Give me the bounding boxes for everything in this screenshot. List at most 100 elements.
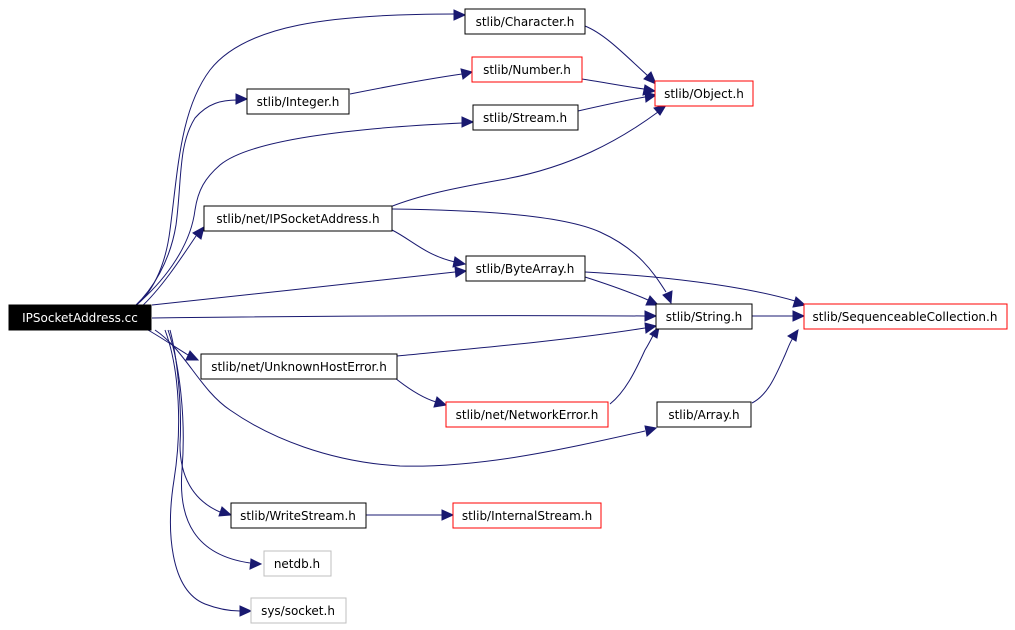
edge-number-to-object [581, 78, 645, 90]
nodes: IPSocketAddress.cc stlib/Character.h stl… [8, 8, 1008, 624]
node-netdb-h[interactable]: netdb.h [263, 550, 332, 577]
edge-arrowhead [792, 296, 807, 308]
edge-arrowhead [644, 310, 658, 322]
node-box [465, 255, 586, 282]
edge-root-to-string [151, 315, 646, 319]
node-object-h[interactable]: stlib/Object.h [654, 80, 754, 107]
node-box [200, 353, 398, 380]
node-label: stlib/Stream.h [483, 111, 567, 125]
edge-arrowhead [441, 509, 455, 521]
edge-ipsocketaddress-to-string [391, 208, 667, 293]
node-box [230, 502, 367, 529]
edge-arrowhead [460, 68, 474, 80]
node-box [452, 502, 602, 529]
edge-arrowhead [792, 310, 806, 322]
edge-arrowhead [235, 93, 249, 105]
node-box [656, 401, 752, 428]
node-label: stlib/SequenceableCollection.h [813, 310, 998, 324]
edge-character-to-object [584, 25, 649, 77]
edge-arrowhead [787, 329, 799, 342]
node-box [654, 80, 754, 107]
edge-bytearray-to-string [584, 276, 649, 301]
edge-root-to-integer [134, 99, 238, 307]
edge-unknownhosterror-to-networkerror [394, 377, 437, 403]
edge-ipsocketaddress-to-bytearray [391, 229, 456, 263]
edge-arrowhead [433, 396, 448, 408]
edge-arrowhead [453, 9, 467, 21]
node-box [203, 205, 393, 232]
node-label: stlib/net/NetworkError.h [456, 408, 599, 422]
edge-arrowhead [662, 290, 673, 305]
edge-bytearray-to-seqcollection [584, 271, 796, 302]
node-integer-h[interactable]: stlib/Integer.h [246, 88, 350, 115]
node-net-unknownhosterror-h[interactable]: stlib/net/UnknownHostError.h [200, 353, 398, 380]
node-label: netdb.h [274, 557, 320, 571]
node-writestream-h[interactable]: stlib/WriteStream.h [230, 502, 367, 529]
edge-array-to-seqcollection [751, 337, 794, 404]
edge-arrowhead [239, 605, 253, 617]
node-label: stlib/Array.h [668, 408, 739, 422]
node-label: stlib/InternalStream.h [462, 509, 592, 523]
edge-arrowhead [644, 425, 658, 437]
node-label: stlib/WriteStream.h [240, 509, 356, 523]
node-ipsocketaddress-cc[interactable]: IPSocketAddress.cc [8, 304, 152, 331]
edge-arrowhead [644, 322, 658, 334]
node-box [250, 597, 347, 624]
edge-ipsocketaddress-to-object [389, 111, 659, 208]
node-label: stlib/Integer.h [257, 95, 340, 109]
node-box [655, 303, 753, 330]
edge-stream-to-object [577, 96, 646, 112]
node-box [472, 104, 579, 131]
edge-root-to-ipsocketaddress [139, 235, 197, 309]
edge-root-to-bytearray [151, 271, 456, 306]
node-label: stlib/net/UnknownHostError.h [211, 360, 387, 374]
node-box [445, 401, 609, 428]
edge-arrowhead [645, 295, 660, 306]
edge-unknownhosterror-to-string [396, 327, 646, 357]
node-net-networkerror-h[interactable]: stlib/net/NetworkError.h [445, 401, 609, 428]
node-character-h[interactable]: stlib/Character.h [464, 8, 586, 35]
node-box [263, 550, 332, 577]
edge-root-to-unknownhosterror [147, 329, 189, 356]
edge-arrowhead [452, 256, 467, 268]
edge-integer-to-number [349, 73, 463, 95]
node-box [471, 56, 583, 83]
edge-root-to-character [134, 13, 456, 307]
node-label: IPSocketAddress.cc [22, 311, 138, 325]
edges [134, 9, 807, 617]
edge-arrowhead [185, 350, 200, 361]
edge-root-to-netdb [167, 329, 251, 564]
edge-root-to-stream [134, 122, 463, 307]
node-label: stlib/ByteArray.h [476, 262, 575, 276]
edge-arrowhead [218, 506, 233, 517]
node-label: stlib/Number.h [483, 63, 571, 77]
node-sys-socket-h[interactable]: sys/socket.h [250, 597, 347, 624]
node-label: sys/socket.h [261, 604, 335, 618]
node-box [464, 8, 586, 35]
edge-arrowhead [192, 226, 205, 240]
node-box [246, 88, 350, 115]
node-box [803, 303, 1008, 330]
node-array-h[interactable]: stlib/Array.h [656, 401, 752, 428]
edge-arrowhead [454, 266, 468, 278]
edge-root-to-syssocket [164, 329, 241, 612]
edge-arrowhead [644, 91, 658, 103]
node-label: stlib/Character.h [476, 15, 575, 29]
edge-networkerror-to-string [609, 329, 657, 405]
node-stream-h[interactable]: stlib/Stream.h [472, 104, 579, 131]
node-internalstream-h[interactable]: stlib/InternalStream.h [452, 502, 602, 529]
node-sequenceablecollection-h[interactable]: stlib/SequenceableCollection.h [803, 303, 1008, 330]
node-number-h[interactable]: stlib/Number.h [471, 56, 583, 83]
node-label: stlib/String.h [666, 310, 743, 324]
edge-root-to-array [154, 329, 646, 467]
edge-arrowhead [649, 325, 660, 339]
node-box [8, 304, 152, 331]
edge-arrowhead [249, 558, 263, 570]
edge-arrowhead [643, 71, 657, 85]
node-net-ipsocketaddress-h[interactable]: stlib/net/IPSocketAddress.h [203, 205, 393, 232]
node-label: stlib/net/IPSocketAddress.h [216, 212, 379, 226]
node-bytearray-h[interactable]: stlib/ByteArray.h [465, 255, 586, 282]
edge-arrowhead [461, 116, 475, 128]
node-string-h[interactable]: stlib/String.h [655, 303, 753, 330]
